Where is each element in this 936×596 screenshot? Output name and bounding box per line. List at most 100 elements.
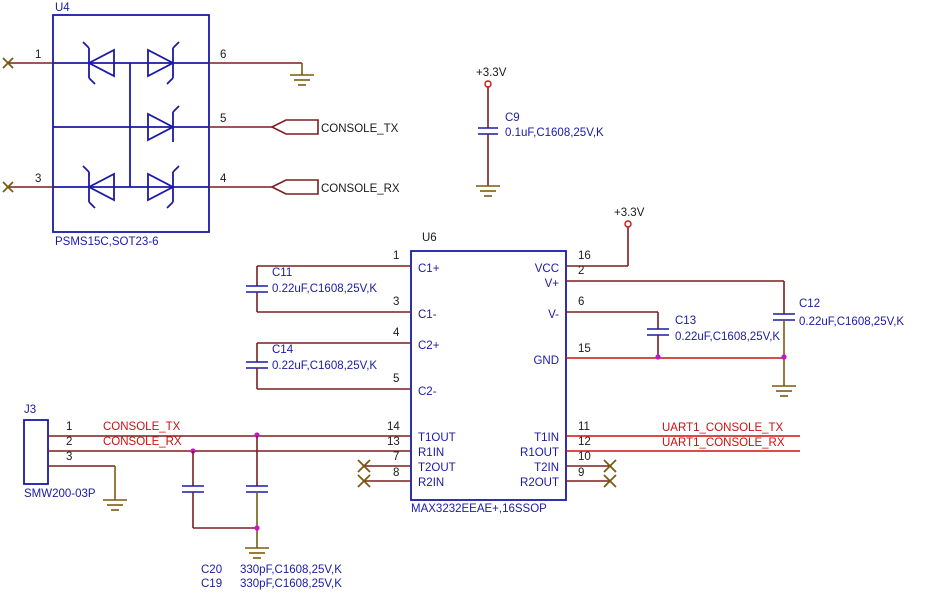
c19-value: 330pF,C1608,25V,K bbox=[240, 578, 342, 590]
ground-icon bbox=[103, 499, 127, 511]
c12-ref: C12 bbox=[799, 298, 820, 310]
tvs-diode-icon bbox=[82, 165, 115, 209]
u6-pin-num: 10 bbox=[578, 451, 591, 463]
u6-pin-name: R2IN bbox=[418, 477, 444, 489]
u6-pin-name: C1- bbox=[418, 309, 437, 321]
no-connect-x-icon bbox=[603, 474, 617, 488]
u6-pin-num: 12 bbox=[578, 436, 591, 448]
no-connect-x-icon bbox=[357, 459, 371, 473]
u6-pin-name: T2IN bbox=[534, 462, 559, 474]
u6-pin-name: R2OUT bbox=[520, 477, 559, 489]
no-connect-x-icon bbox=[2, 57, 14, 69]
c12-capacitor: C12 0.22uF,C1608,25V,K bbox=[772, 281, 904, 397]
junction-dot bbox=[254, 525, 260, 531]
c14-value: 0.22uF,C1608,25V,K bbox=[272, 360, 377, 372]
ground-icon bbox=[290, 74, 314, 86]
c9-value: 0.1uF,C1608,25V,K bbox=[505, 127, 604, 139]
c14-capacitor: C14 0.22uF,C1608,25V,K bbox=[246, 342, 411, 390]
u4-ref: U4 bbox=[55, 2, 70, 14]
u6-pin-name: T2OUT bbox=[418, 462, 456, 474]
u6-pin-name: C2+ bbox=[418, 340, 440, 352]
u6-pin-num: 2 bbox=[578, 265, 584, 277]
u6-pin-num: 3 bbox=[393, 296, 399, 308]
j3-pin-num: 1 bbox=[66, 421, 72, 433]
junction-dot bbox=[254, 432, 260, 438]
u4-pin-num: 3 bbox=[35, 173, 41, 185]
u6-pin-num: 8 bbox=[393, 467, 399, 479]
c11-ref: C11 bbox=[272, 267, 292, 279]
net-port-icon bbox=[270, 179, 319, 195]
c13-capacitor: C13 0.22uF,C1608,25V,K bbox=[647, 312, 780, 360]
power-label: +3.3V bbox=[476, 67, 507, 79]
j3-ref: J3 bbox=[24, 404, 36, 416]
c19-ref: C19 bbox=[201, 578, 222, 590]
u6-pin-name: C2- bbox=[418, 386, 437, 398]
u6-ref: U6 bbox=[422, 232, 437, 244]
u6-pin-name: T1OUT bbox=[418, 432, 456, 444]
power-port-icon bbox=[624, 220, 632, 228]
no-connect-x-icon bbox=[603, 459, 617, 473]
u6-part: MAX3232EEAE+,16SSOP bbox=[411, 503, 547, 515]
c14-ref: C14 bbox=[272, 344, 294, 356]
tvs-diode-icon bbox=[147, 41, 180, 85]
net-port-icon bbox=[270, 119, 319, 135]
j3-connector: J3 SMW200-03P 1 2 3 CONSOLE_TX CONSOLE_R… bbox=[23, 404, 411, 511]
power-label: +3.3V bbox=[614, 207, 645, 219]
junction-dot bbox=[781, 354, 787, 360]
power-port-icon bbox=[484, 80, 492, 88]
u6-pin-num: 13 bbox=[387, 436, 400, 448]
tvs-diode-icon bbox=[147, 165, 180, 209]
c20-ref: C20 bbox=[201, 564, 222, 576]
u6-pin-num: 14 bbox=[387, 421, 400, 433]
u6-pin-name: T1IN bbox=[534, 432, 559, 444]
junction-dot bbox=[655, 354, 661, 360]
j3-part: SMW200-03P bbox=[24, 488, 96, 500]
u6-pin-num: 5 bbox=[393, 373, 399, 385]
ground-icon bbox=[772, 385, 796, 397]
c20-value: 330pF,C1608,25V,K bbox=[240, 564, 342, 576]
u6-pin-num: 16 bbox=[578, 250, 591, 262]
c12-value: 0.22uF,C1608,25V,K bbox=[799, 316, 904, 328]
c13-ref: C13 bbox=[675, 315, 696, 327]
u6-pin-name: C1+ bbox=[418, 263, 440, 275]
no-connect-x-icon bbox=[2, 181, 14, 193]
u6-pin-name: V+ bbox=[545, 278, 560, 290]
net-label-uart1-tx: UART1_CONSOLE_TX bbox=[662, 422, 784, 434]
tvs-diode-icon bbox=[147, 105, 180, 142]
u4-pin-num: 5 bbox=[220, 113, 226, 125]
u6-pin-name: V- bbox=[548, 309, 559, 321]
u6-pin-num: 7 bbox=[393, 451, 399, 463]
u6-pin-name: GND bbox=[533, 355, 559, 367]
no-connect-x-icon bbox=[357, 474, 371, 488]
u6-pin-num: 9 bbox=[578, 467, 584, 479]
c11-capacitor: C11 0.22uF,C1608,25V,K bbox=[246, 265, 411, 313]
u4-pin-num: 6 bbox=[220, 49, 226, 61]
net-label-console-tx: CONSOLE_TX bbox=[103, 421, 181, 433]
ground-icon bbox=[476, 185, 500, 197]
u6-pin-num: 1 bbox=[393, 250, 399, 262]
c11-value: 0.22uF,C1608,25V,K bbox=[272, 283, 377, 295]
u6-pin-num: 6 bbox=[578, 296, 584, 308]
c20-c19-capacitors: C20 330pF,C1608,25V,K C19 330pF,C1608,25… bbox=[182, 432, 342, 590]
net-label-console-rx: CONSOLE_RX bbox=[321, 183, 400, 195]
ground-icon bbox=[245, 547, 269, 559]
u4-body bbox=[52, 14, 210, 233]
j3-pin-num: 2 bbox=[66, 436, 72, 448]
u6-pin-num: 11 bbox=[578, 421, 590, 433]
net-label-console-tx: CONSOLE_TX bbox=[321, 123, 399, 135]
c9-capacitor: +3.3V C9 0.1uF,C1608,25V,K bbox=[476, 67, 604, 197]
u4-part: PSMS15C,SOT23-6 bbox=[55, 236, 159, 248]
u4-tvs-array: U4 PSMS15C,SOT23-6 bbox=[2, 2, 400, 248]
u6-body bbox=[410, 250, 567, 501]
u6-pin-name: VCC bbox=[535, 263, 559, 275]
u4-pin-num: 1 bbox=[35, 49, 41, 61]
j3-body bbox=[23, 419, 49, 485]
c13-value: 0.22uF,C1608,25V,K bbox=[675, 331, 780, 343]
u4-pin-num: 4 bbox=[220, 173, 227, 185]
u6-pin-name: R1OUT bbox=[520, 447, 559, 459]
tvs-diode-icon bbox=[82, 41, 115, 85]
u6-pin-num: 15 bbox=[578, 343, 591, 355]
u6-max3232: U6 MAX3232EEAE+,16SSOP C1+ 1 C1- 3 C2+ 4… bbox=[357, 207, 800, 515]
c9-ref: C9 bbox=[505, 112, 520, 124]
